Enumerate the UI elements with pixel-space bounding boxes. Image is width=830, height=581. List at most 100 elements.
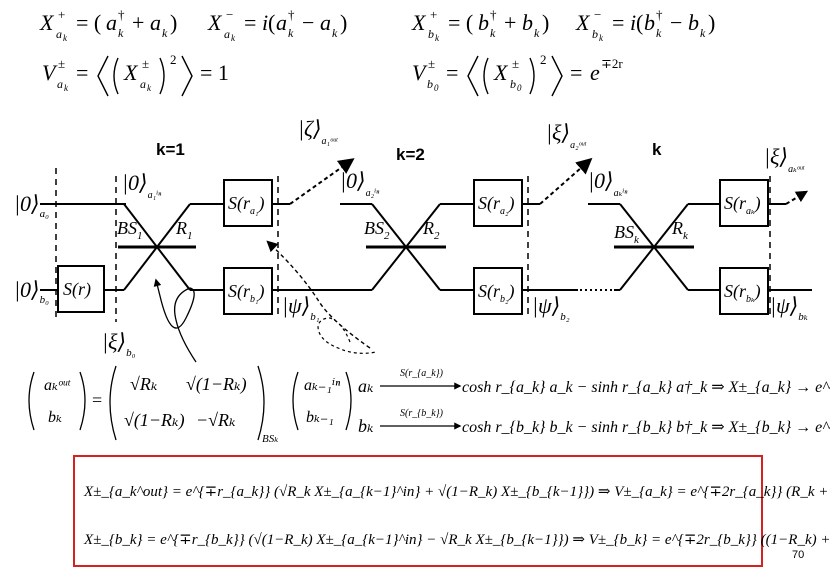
svg-text:|ψ⟩b₁: |ψ⟩b₁ bbox=[282, 293, 320, 323]
svg-text:k: k bbox=[64, 83, 69, 93]
srak-label: S(r bbox=[724, 193, 747, 214]
rhs-top: aₖ₋₁ⁱⁿ bbox=[304, 377, 340, 394]
svg-text:S(rb₂): S(rb₂) bbox=[478, 281, 514, 305]
svg-text:2: 2 bbox=[540, 52, 547, 67]
sra2-label: S(r bbox=[478, 193, 501, 214]
svg-text:b: b bbox=[478, 10, 489, 35]
srak-detect-arrow bbox=[785, 190, 809, 205]
svg-text:±: ± bbox=[142, 56, 149, 71]
svg-text:+: + bbox=[132, 10, 144, 35]
ket-akin-sub: aₖⁱⁿ bbox=[614, 188, 629, 199]
ket-b0-sub: b₀ bbox=[40, 294, 50, 306]
ket-b2-sub: b₂ bbox=[560, 311, 570, 323]
result-box-border bbox=[73, 455, 763, 567]
svg-text:S(rb₁): S(rb₁) bbox=[228, 281, 264, 305]
circuit bbox=[40, 157, 812, 363]
svg-text:†: † bbox=[288, 7, 295, 22]
svg-text:=: = bbox=[446, 60, 458, 85]
lhs-bot: bₖ bbox=[48, 409, 62, 426]
svg-text:BSk: BSk bbox=[614, 222, 640, 246]
srbk-box bbox=[719, 267, 769, 315]
svg-text:BS2: BS2 bbox=[364, 218, 390, 242]
svg-text:|ξ⟩b₀: |ξ⟩b₀ bbox=[102, 329, 136, 359]
svg-text:S(ra₂): S(ra₂) bbox=[478, 193, 514, 217]
svg-text:S(raₖ): S(raₖ) bbox=[724, 193, 761, 217]
svg-text:−: − bbox=[302, 10, 314, 35]
svg-text:k: k bbox=[332, 26, 338, 40]
ket-psi-b2: |ψ⟩ bbox=[532, 293, 560, 318]
ket-psi-bk: |ψ⟩ bbox=[770, 293, 798, 318]
ket-b1-sub: b₁ bbox=[310, 311, 320, 323]
svg-text:a: a bbox=[150, 10, 161, 35]
ket-vac-a2in: |0⟩ bbox=[340, 168, 366, 193]
svg-text:b: b bbox=[427, 77, 433, 91]
ket-bk-sub: bₖ bbox=[798, 311, 808, 323]
svg-text:2: 2 bbox=[170, 52, 177, 67]
svg-text:|ξ⟩aₖᵒᵘᵗ: |ξ⟩aₖᵒᵘᵗ bbox=[764, 144, 805, 175]
svg-text:|0⟩a₀: |0⟩a₀ bbox=[14, 191, 49, 220]
svg-text:k: k bbox=[435, 33, 440, 43]
srb1-box bbox=[223, 267, 273, 315]
m12: √(1−Rₖ) bbox=[186, 374, 247, 395]
svg-text:|0⟩a₁ⁱⁿ: |0⟩a₁ⁱⁿ bbox=[122, 170, 162, 201]
b-var: bₖ bbox=[358, 416, 374, 436]
srbk-label: S(r bbox=[724, 281, 747, 302]
a-var: aₖ bbox=[358, 376, 374, 396]
ket-a1out-sub: a₁ᵒᵘᵗ bbox=[322, 136, 339, 147]
ket-xi-b0: |ξ⟩ bbox=[102, 329, 126, 354]
svg-text:): ) bbox=[340, 10, 347, 35]
svg-text:k: k bbox=[288, 26, 294, 40]
svg-text:†: † bbox=[118, 7, 125, 22]
svg-text:k: k bbox=[147, 83, 152, 93]
svg-text:+: + bbox=[58, 7, 65, 22]
svg-text:Rk: Rk bbox=[671, 218, 689, 242]
svg-text:= 1: = 1 bbox=[200, 60, 229, 85]
svg-text:|ψ⟩bₖ: |ψ⟩bₖ bbox=[770, 293, 808, 323]
svg-text:): ) bbox=[170, 10, 177, 35]
svg-text:a: a bbox=[276, 10, 287, 35]
svg-text:−: − bbox=[226, 7, 233, 22]
m21: √(1−Rₖ) bbox=[124, 410, 185, 431]
sra2-detect-arrow bbox=[539, 157, 593, 205]
srb1-label: S(r bbox=[228, 281, 251, 302]
sra1-label: S(r bbox=[228, 193, 251, 214]
svg-text:V: V bbox=[42, 60, 58, 85]
r1-sub: 1 bbox=[187, 230, 193, 242]
stage-label-k1: k=1 bbox=[156, 140, 185, 159]
svg-text:|0⟩a₂ⁱⁿ: |0⟩a₂ⁱⁿ bbox=[340, 168, 380, 199]
svg-text:k: k bbox=[118, 26, 124, 40]
svg-text:V: V bbox=[412, 60, 428, 85]
svg-text:= (: = ( bbox=[76, 10, 101, 35]
svg-text:b: b bbox=[688, 10, 699, 35]
bs1-pointer-arrow bbox=[153, 278, 197, 363]
svg-text:BS1: BS1 bbox=[117, 218, 143, 242]
svg-text:b: b bbox=[510, 77, 516, 91]
svg-text:i: i bbox=[262, 10, 268, 35]
svg-text:X: X bbox=[575, 10, 591, 35]
a-result: cosh r_{a_k} a_k − sinh r_{a_k} a†_k ⇒ X… bbox=[462, 379, 830, 396]
bs1-sub: 1 bbox=[137, 230, 143, 242]
svg-text:(: ( bbox=[268, 10, 275, 35]
bs-sub: BSₖ bbox=[262, 433, 278, 445]
svg-text:k: k bbox=[490, 26, 496, 40]
svg-text:X: X bbox=[411, 10, 427, 35]
stage-labels: k=1 k=2 k bbox=[156, 140, 662, 164]
svg-text:b: b bbox=[644, 10, 655, 35]
srb2-label: S(r bbox=[478, 281, 501, 302]
r2-sub: 2 bbox=[434, 230, 440, 242]
ket-a2out-sub: a₂ᵒᵘᵗ bbox=[570, 140, 587, 151]
svg-text:X: X bbox=[123, 60, 139, 85]
ket-a0-sub: a₀ bbox=[40, 208, 50, 220]
svg-text:b: b bbox=[522, 10, 533, 35]
srbk-sub: bₖ bbox=[746, 294, 755, 305]
svg-text:±: ± bbox=[512, 56, 519, 71]
svg-text:a: a bbox=[224, 27, 230, 41]
stage-label-k2: k=2 bbox=[396, 145, 425, 164]
svg-text:+: + bbox=[430, 7, 437, 22]
matrix-equation: aₖᵒᵘᵗ bₖ = √Rₖ √(1−Rₖ) √(1−Rₖ) −√Rₖ BSₖ … bbox=[28, 365, 352, 445]
